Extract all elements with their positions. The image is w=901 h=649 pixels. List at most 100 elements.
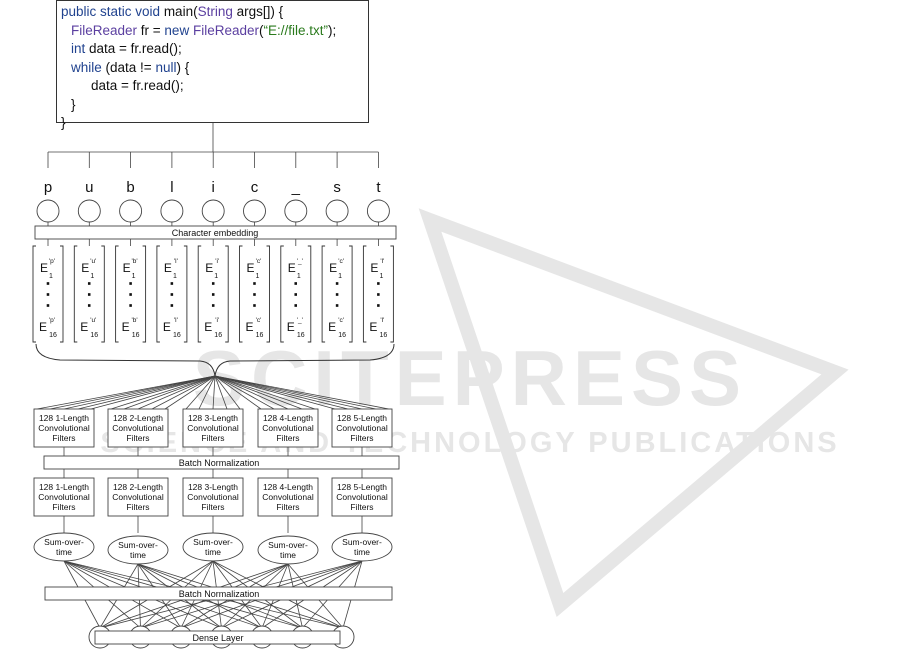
code-token: ( (258, 22, 264, 38)
char-label: c (251, 179, 259, 196)
vector-left-bracket (156, 245, 160, 343)
embedding-subscript-top: 1 (338, 273, 342, 280)
embedding-subscript-top: 1 (132, 273, 136, 280)
embedding-dot: ⋅ (376, 296, 382, 316)
vector-right-bracket (266, 245, 270, 343)
embedding-symbol-bottom: E (39, 320, 47, 334)
embedding-superscript-top: '_' (297, 258, 303, 265)
vector-left-bracket (73, 245, 78, 343)
embedding-symbol-bottom: E (328, 320, 336, 334)
embedding-symbol-bottom: E (245, 320, 253, 334)
embedding-superscript-top: 'p' (49, 258, 55, 265)
embedding-dot: ⋅ (128, 285, 134, 305)
dense-layer-label: Dense Layer (192, 633, 243, 643)
vector-left-bracket (197, 245, 202, 343)
embedding-symbol-bottom: E (122, 320, 130, 334)
sum-over-time-label: time (56, 547, 72, 557)
fan-line (214, 375, 289, 410)
embedding-dot: ⋅ (293, 274, 299, 294)
conv1-filter-box (257, 408, 319, 448)
embedding-subscript-top: 1 (379, 273, 383, 280)
char-input-node (325, 199, 349, 223)
conv2-filter-label: Filters (276, 502, 299, 512)
embedding-subscript-bottom: 16 (338, 332, 346, 339)
char-input-node (160, 199, 184, 223)
fan-line (214, 375, 262, 410)
char-label: i (212, 179, 215, 196)
code-token: while (71, 59, 102, 75)
embedding-subscript-bottom: 16 (297, 332, 305, 339)
conv2-filter-label: Convolutional (38, 492, 90, 502)
embedding-superscript-bottom: '_' (297, 317, 303, 324)
embedding-subscript-top: 1 (297, 273, 301, 280)
embedding-symbol-bottom: E (369, 320, 377, 334)
vector-left-bracket (362, 245, 367, 343)
embedding-dot: ⋅ (210, 285, 216, 305)
char-input-node (366, 199, 390, 223)
embedding-dot: ⋅ (86, 274, 92, 294)
embedding-superscript-top: 'c' (338, 258, 344, 265)
sum-over-time-label: Sum-over- (193, 537, 233, 547)
embedding-dot: ⋅ (86, 296, 92, 316)
embedding-superscript-bottom: 'l' (174, 317, 178, 324)
embedding-dot: ⋅ (334, 285, 340, 305)
char-input-node (119, 199, 143, 223)
embedding-subscript-bottom: 16 (256, 332, 264, 339)
conv2-filter-box (182, 477, 244, 517)
sum-over-time-label: time (354, 547, 370, 557)
embedding-dot: ⋅ (334, 296, 340, 316)
fan-line (214, 375, 241, 410)
code-token: fr = (137, 22, 165, 38)
conv1-filter-label: Filters (350, 433, 373, 443)
embedding-superscript-bottom: 'p' (49, 317, 55, 324)
embedding-superscript-bottom: 'b' (132, 317, 138, 324)
vector-right-bracket (183, 245, 188, 343)
sum-over-time-label: time (205, 547, 221, 557)
conv2-filter-label: Convolutional (112, 492, 164, 502)
fan-line (137, 375, 216, 410)
embedding-dot: ⋅ (169, 274, 175, 294)
embedding-subscript-top: 1 (256, 273, 260, 280)
fan-line (164, 375, 216, 410)
conv2-filter-label: Convolutional (187, 492, 239, 502)
fan-line (214, 375, 303, 410)
fan-line (198, 375, 216, 410)
embedding-symbol-bottom: E (80, 320, 88, 334)
conv2-filter-label: Filters (52, 502, 75, 512)
code-token: data = fr.read(); (85, 41, 182, 56)
embedding-dot: ⋅ (128, 296, 134, 316)
vector-right-bracket (307, 245, 312, 343)
batch-norm-1-label: Batch Normalization (179, 458, 260, 468)
batch-norm-1-box (43, 455, 400, 470)
code-token: String (197, 4, 233, 19)
embedding-subscript-bottom: 16 (132, 332, 140, 339)
conv2-filter-box (107, 477, 169, 517)
embedding-dot: ⋅ (210, 274, 216, 294)
char-label: u (85, 179, 93, 196)
code-token: int (71, 41, 86, 56)
conv2-filter-label: Convolutional (262, 492, 314, 502)
code-line: FileReader fr = new FileReader(“E://file… (61, 22, 368, 41)
char-input-node (243, 199, 266, 223)
embedding-symbol-top: E (81, 261, 89, 275)
embedding-symbol-top: E (246, 261, 254, 275)
embedding-subscript-top: 1 (173, 273, 177, 280)
conv1-filter-label: 128 3-Length (188, 413, 238, 423)
embedding-symbol-top: E (164, 261, 172, 275)
code-line: public static void main(String args[]) { (61, 3, 368, 22)
embedding-subscript-bottom: 16 (214, 332, 222, 339)
conv1-filter-label: 128 2-Length (113, 413, 163, 423)
vector-left-bracket (239, 245, 243, 343)
char-label: p (44, 179, 52, 196)
embedding-symbol-bottom: E (204, 320, 212, 334)
code-token: main( (163, 4, 198, 19)
char-input-node (284, 199, 308, 223)
fan-line (49, 375, 216, 410)
fan-line (214, 375, 336, 410)
code-token: data = fr.read(); (91, 78, 184, 93)
conv1-filter-box (33, 408, 95, 448)
embedding-dot: ⋅ (293, 296, 299, 316)
batch-norm-2-label: Batch Normalization (179, 589, 260, 599)
embedding-superscript-top: 'u' (90, 258, 96, 265)
